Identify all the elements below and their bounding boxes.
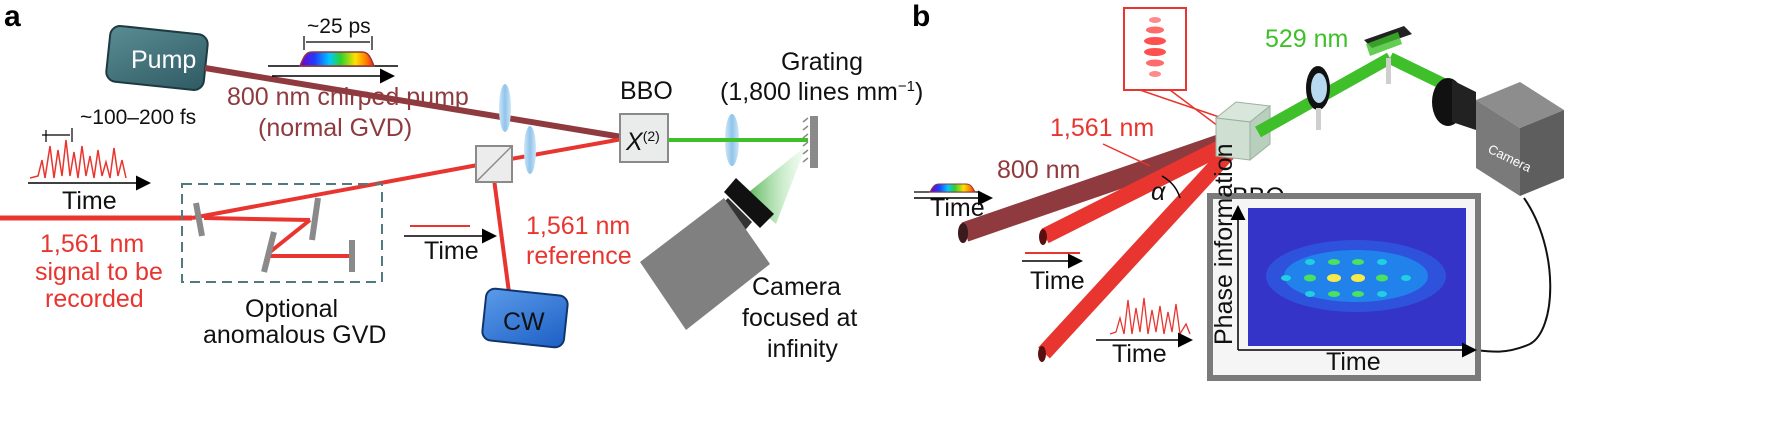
- pump-lens: [499, 84, 511, 132]
- camera-a: [640, 178, 774, 330]
- optional-label-line2: anomalous GVD: [203, 321, 386, 349]
- pump-pulse-icon: ~25 ps: [268, 15, 398, 84]
- inset-y-label: Phase information: [1210, 143, 1238, 345]
- reference-label-line2: reference: [526, 242, 632, 270]
- cw-box-label: CW: [503, 308, 545, 336]
- cw-laser: CW: [481, 287, 569, 349]
- signal-beam-to-splitter: [191, 160, 495, 220]
- time-label-reference: Time: [424, 237, 479, 265]
- camera-b: Camera: [1432, 78, 1564, 196]
- panel-b-beams: [958, 128, 1246, 362]
- alpha-arc: [1161, 175, 1181, 199]
- grating-label-line2: (1,800 lines mm−1): [720, 78, 923, 106]
- time-label-signal: Time: [62, 187, 117, 215]
- grating: [802, 116, 818, 168]
- fringe-pattern: [1266, 240, 1446, 312]
- beam-splitter: [475, 145, 513, 183]
- panel-b-letter: b: [912, 0, 930, 33]
- inset-x-label: Time: [1326, 348, 1381, 376]
- pump-time-icon-b: Time: [914, 183, 993, 222]
- reference-label-line1: 1,561 nm: [526, 212, 630, 240]
- red-label-b: 1,561 nm: [1050, 114, 1154, 142]
- reference-beam: [490, 163, 512, 301]
- signal-label-line2: signal to be: [35, 258, 163, 286]
- camera-label-line3: infinity: [767, 335, 838, 363]
- bbo-label-a: BBO: [620, 77, 673, 105]
- chi2-symbol: X(2): [625, 128, 660, 156]
- gvd-mirrors: [193, 197, 355, 273]
- signal-fs-label: ~100–200 fs: [80, 106, 196, 129]
- pump-desc-line1: 800 nm chirped pump: [227, 83, 469, 111]
- optional-label-line1: Optional: [245, 295, 338, 323]
- signal-label-line3: recorded: [45, 285, 144, 313]
- camera-image-inset: Time Phase information: [1207, 143, 1481, 381]
- grating-label-line1: Grating: [781, 48, 863, 76]
- signal-lens: [524, 126, 536, 174]
- camera-label-line2: focused at: [742, 304, 857, 332]
- camera-label-line1: Camera: [752, 273, 841, 301]
- panel-a-letter: a: [4, 0, 21, 33]
- green-label-b: 529 nm: [1265, 25, 1348, 53]
- optional-gvd-box: [181, 183, 383, 283]
- alpha-label: α: [1151, 178, 1166, 206]
- time-label-b1: Time: [930, 194, 985, 222]
- camera-cable: [1475, 197, 1552, 353]
- signal-beam-to-bbo: [493, 136, 629, 164]
- pump-beam: [204, 65, 629, 141]
- time-label-b3: Time: [1112, 340, 1167, 368]
- cw-time-icon-b: Time: [1022, 252, 1085, 295]
- pump-laser: Pump: [105, 25, 209, 91]
- red-label-leader: [1102, 143, 1151, 167]
- reference-time-icon: Time: [404, 225, 497, 265]
- lens-holder-b: [1306, 66, 1330, 130]
- signal-time-icon-b: Time: [1096, 297, 1193, 368]
- time-label-b2: Time: [1030, 267, 1085, 295]
- bbo-crystal-b: [1214, 101, 1272, 162]
- pump-duration-label: ~25 ps: [307, 15, 371, 38]
- signal-label-line1: 1,561 nm: [40, 230, 144, 258]
- pump-box-label: Pump: [131, 46, 196, 74]
- bbo-crystal-a: X(2): [619, 113, 669, 163]
- pump-desc-line2: (normal GVD): [258, 114, 412, 142]
- signal-pulse-icon: ~100–200 fs Time: [28, 106, 196, 215]
- mirror-b: [1364, 26, 1412, 84]
- pump-label-b: 800 nm: [997, 156, 1080, 184]
- fringe-inset: [1123, 7, 1251, 151]
